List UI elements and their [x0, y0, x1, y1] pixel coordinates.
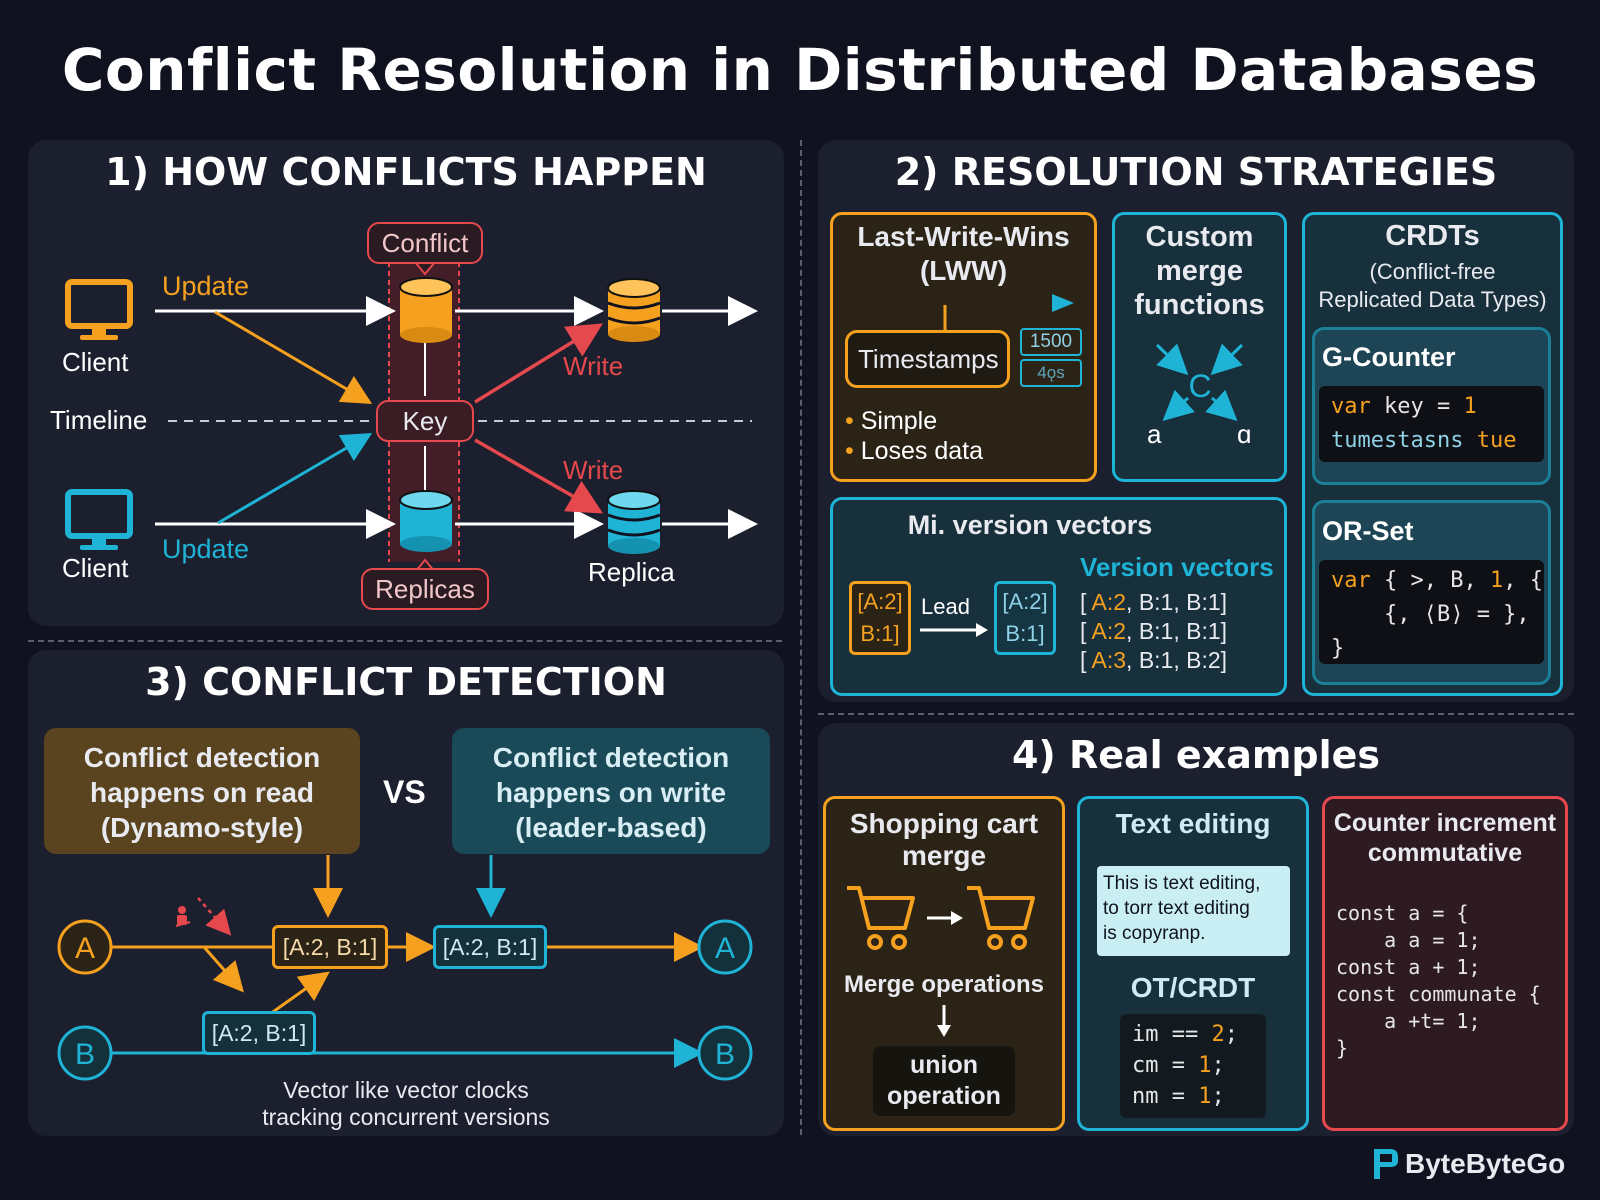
database-icon-blue — [399, 490, 453, 552]
text-editing-title: Text editing — [1115, 808, 1271, 839]
merge-c-glyph: C — [1188, 368, 1212, 404]
client-monitor-icon-bottom — [65, 489, 133, 550]
section4-heading: 4) Real examples — [1011, 733, 1381, 777]
node-a-left-circle — [57, 919, 113, 975]
vs-label: VS — [383, 774, 426, 810]
or-set-code: var { >, B, 1, { {, ⟨B⟩ = }, } — [1319, 560, 1544, 664]
bytebytego-logo-icon — [1374, 1149, 1398, 1179]
counter-increment-title: Counter increment commutative — [1333, 809, 1557, 867]
section3-heading: 3) CONFLICT DETECTION — [145, 660, 667, 704]
detect-on-write-card: Conflict detection happens on write (lea… — [452, 728, 770, 854]
lead-arrow-icon — [920, 623, 988, 637]
g-counter-title: G-Counter — [1322, 342, 1456, 372]
version-vector-list: [ A:2, B:1, B:1] [ A:2, B:1, B:1] [ A:3,… — [1080, 588, 1227, 675]
write-label-top: Write — [563, 351, 624, 381]
brand-name: ByteByteGo — [1405, 1148, 1566, 1179]
arrow-right-icon — [927, 911, 963, 925]
merge-q-glyph: ɑ — [1237, 419, 1252, 449]
lww-bullet-simple: • Simple — [845, 407, 938, 435]
version-vector-row: [ A:2, B:1, B:1] — [1080, 618, 1228, 644]
vv-box-after: [A:2] B:1] — [994, 581, 1056, 655]
vector-clock-merged: [A:2, B:1] — [433, 925, 547, 969]
arrow-down-icon — [937, 1005, 951, 1037]
lww-title: Last-Write-Wins (LWW) — [857, 221, 1070, 286]
node-b-right-circle — [697, 1025, 753, 1081]
detect-on-read-card: Conflict detection happens on read (Dyna… — [44, 728, 360, 854]
lead-label: Lead — [921, 594, 970, 619]
vertical-divider — [800, 140, 802, 1135]
person-icon-red — [175, 906, 191, 927]
section2-heading: 2) RESOLUTION STRATEGIES — [894, 150, 1498, 194]
g-counter-code: var key = 1 tumestasns tue — [1319, 386, 1544, 462]
vv-box-before: [A:2] B:1] — [849, 581, 911, 655]
timestamp-value-2: 4ǫs — [1020, 359, 1082, 387]
crdts-subtitle: (Conflict-free Replicated Data Types) — [1318, 259, 1547, 312]
version-vector-row: [ A:3, B:1, B:2] — [1080, 647, 1228, 673]
cart-merge-icons — [847, 886, 1035, 950]
left-horizontal-divider — [28, 640, 782, 642]
node-b-left-circle — [57, 1025, 113, 1081]
conflict-flow-diagram — [65, 261, 758, 573]
or-set-title: OR-Set — [1322, 516, 1414, 546]
replicas-callout: Replicas — [361, 568, 489, 610]
client-label-bottom: Client — [62, 553, 129, 583]
client-monitor-icon-top — [65, 279, 133, 340]
replica-label: Replica — [588, 557, 675, 587]
update-label-top: Update — [162, 271, 250, 301]
ot-crdt-code: im == 2; cm = 1; nm = 1; — [1120, 1014, 1266, 1118]
union-operation-box: union operation — [873, 1046, 1015, 1116]
version-vector-row: [ A:2, B:1, B:1] — [1080, 589, 1228, 615]
shopping-cart-icon — [847, 886, 915, 950]
merge-a-glyph: a — [1147, 419, 1162, 449]
node-b-right-label: B — [714, 1038, 735, 1071]
shopping-cart-title: Shopping cart merge — [849, 808, 1039, 871]
node-a-left-label: A — [74, 932, 95, 965]
database-icon-stacked-orange — [607, 278, 661, 342]
text-note: This is text editing, to torr text editi… — [1097, 866, 1290, 956]
conflict-callout: Conflict — [367, 222, 483, 264]
node-b-left-label: B — [74, 1038, 95, 1071]
shopping-cart-icon — [967, 886, 1035, 950]
ot-crdt-label: OT/CRDT — [1130, 972, 1256, 1003]
key-node: Key — [376, 400, 474, 442]
database-icon-stacked-blue — [607, 490, 661, 554]
version-vectors-subtitle: Version vectors — [1080, 552, 1274, 582]
merge-arrows-icon — [1155, 343, 1244, 422]
merge-operations-label: Merge operations — [843, 971, 1045, 998]
lww-arrow-icon — [860, 294, 1074, 330]
node-a-right-label: A — [714, 932, 735, 965]
counter-code: const a = { a a = 1;const a + 1;const co… — [1336, 901, 1541, 1060]
vector-clock-diagram — [57, 855, 753, 1081]
counter-increment-card — [1322, 796, 1568, 1131]
update-label-bottom: Update — [162, 534, 250, 564]
node-a-right-circle — [697, 919, 753, 975]
timestamps-box: Timestamps — [845, 330, 1010, 388]
crdts-title: CRDTs — [1385, 220, 1480, 252]
timestamp-value-1: 1500 — [1020, 328, 1082, 356]
custom-merge-title: Custom merge functions — [1134, 221, 1265, 321]
lww-bullet-loses-data: • Loses data — [845, 437, 984, 465]
version-vectors-title: Mi. version vectors — [907, 510, 1153, 540]
write-label-bottom: Write — [563, 455, 624, 485]
right-horizontal-divider — [818, 713, 1574, 715]
page-title: Conflict Resolution in Distributed Datab… — [61, 36, 1539, 104]
custom-merge-card — [1112, 212, 1287, 482]
vector-clock-b: [A:2, B:1] — [202, 1011, 316, 1055]
database-icon-orange — [399, 277, 453, 343]
section1-heading: 1) HOW CONFLICTS HAPPEN — [105, 150, 707, 194]
vector-clock-a: [A:2, B:1] — [272, 925, 388, 969]
client-label-top: Client — [62, 347, 129, 377]
timeline-label: Timeline — [50, 405, 148, 435]
vector-clock-caption: Vector like vector clocks tracking concu… — [262, 1077, 550, 1130]
